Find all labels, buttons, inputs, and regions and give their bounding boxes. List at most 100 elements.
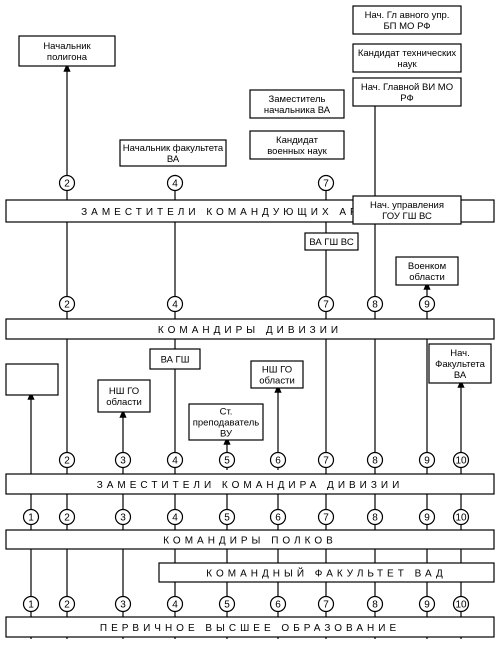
position-box-empty-box	[5, 363, 59, 396]
position-box-label: ВА ГШ	[161, 355, 190, 366]
position-box-senior-teacher	[188, 403, 264, 441]
path-number-circle	[366, 508, 384, 526]
position-box-va-gsh	[149, 348, 201, 370]
path-number-label: 9	[424, 513, 430, 524]
position-box-label: области	[409, 272, 445, 283]
position-box-label: начальника ВА	[264, 105, 331, 116]
path-number-circle	[166, 451, 184, 469]
path-number-label: 7	[323, 456, 329, 467]
level-bar-division-cmdr	[5, 318, 495, 340]
position-box-deputy-head-va	[249, 89, 345, 119]
path-number-circle	[366, 451, 384, 469]
position-box-label: Ст.	[220, 407, 233, 418]
path-number-label: 3	[120, 456, 126, 467]
path-number-circle	[58, 451, 76, 469]
path-number-label: 2	[64, 600, 70, 611]
path-number-circle	[218, 451, 236, 469]
path-number-circle	[166, 295, 184, 313]
level-bar-label: КОМАНДИРЫ ДИВИЗИИ	[158, 325, 342, 336]
path-number-label: 4	[172, 300, 178, 311]
path-number-circle	[58, 595, 76, 613]
position-box-label: РФ	[400, 93, 413, 104]
path-number-circle	[166, 595, 184, 613]
path-number-circle	[114, 451, 132, 469]
path-number-circle	[166, 174, 184, 192]
path-number-label: 6	[275, 456, 281, 467]
position-box-label: НШ ГО	[262, 365, 292, 376]
path-number-label: 2	[64, 456, 70, 467]
position-box-label: БП МО РФ	[383, 21, 430, 32]
level-bar-label: ЗАМЕСТИТЕЛИ КОМАНДУЮЩИХ АРМИЯМИ	[81, 207, 419, 218]
path-number-label: 1	[28, 600, 34, 611]
path-number-circle	[114, 508, 132, 526]
path-number-label: 10	[455, 456, 467, 467]
connector-lines	[27, 63, 465, 639]
position-box-faculty-head	[119, 139, 227, 167]
path-number-label: 8	[372, 300, 378, 311]
position-box-label: Кандидат	[276, 135, 319, 146]
path-number-label: 10	[455, 600, 467, 611]
path-number-label: 7	[323, 300, 329, 311]
position-box-head-faculty-va	[428, 343, 492, 384]
position-box-label: ВУ	[220, 429, 233, 440]
position-box-label: ВА	[454, 370, 467, 381]
path-number-label: 3	[120, 513, 126, 524]
position-box-label: Нач. управления	[370, 200, 444, 211]
path-number-circle	[269, 451, 287, 469]
path-number-label: 7	[323, 179, 329, 190]
path-number-circle	[452, 595, 470, 613]
path-number-circle	[366, 595, 384, 613]
path-number-label: 10	[455, 513, 467, 524]
position-box-nsh-go-region-b	[250, 360, 304, 389]
position-box-label: Военком	[408, 261, 446, 272]
path-number-label: 4	[172, 179, 178, 190]
position-box-head-main-dept	[352, 5, 462, 35]
path-number-label: 8	[372, 600, 378, 611]
position-box-label: Начальник	[43, 41, 91, 52]
position-box-label: наук	[397, 59, 417, 70]
path-number-label: 2	[64, 300, 70, 311]
path-number-circle	[22, 508, 40, 526]
path-number-circle	[218, 508, 236, 526]
path-number-label: 9	[424, 456, 430, 467]
path-number-circle	[58, 174, 76, 192]
path-number-circle	[269, 595, 287, 613]
path-number-label: 5	[224, 456, 230, 467]
position-box-label: ВА	[167, 154, 180, 165]
path-number-circle	[269, 508, 287, 526]
position-box-label: Нач. Гл авного упр.	[365, 10, 450, 21]
path-number-circle	[317, 595, 335, 613]
path-number-circle	[58, 508, 76, 526]
path-number-circle	[418, 508, 436, 526]
position-box-head-dept-gou	[352, 195, 462, 225]
level-bar-primary-edu	[5, 616, 495, 638]
path-number-label: 5	[224, 513, 230, 524]
path-number-circle	[22, 595, 40, 613]
path-number-label: 2	[64, 179, 70, 190]
path-number-label: 5	[224, 600, 230, 611]
path-number-label: 6	[275, 600, 281, 611]
path-number-circle	[114, 595, 132, 613]
level-bar-label: ПЕРВИЧНОЕ ВЫСШЕЕ ОБРАЗОВАНИЕ	[100, 623, 400, 634]
level-bar-command-faculty	[158, 562, 495, 583]
path-number-circle	[366, 295, 384, 313]
path-number-circle	[317, 295, 335, 313]
level-bar-label: КОМАНДНЫЙ ФАКУЛЬТЕТ ВАД	[206, 567, 446, 580]
path-number-circle	[418, 451, 436, 469]
position-box-label: Нач.	[450, 348, 470, 359]
position-box-label: преподаватель	[193, 418, 260, 429]
path-number-circle	[58, 295, 76, 313]
position-box-nsh-go-region-a	[97, 379, 151, 413]
position-box-label: Кандидат технических	[358, 48, 457, 59]
path-number-circle	[418, 595, 436, 613]
level-bar-regiment-cmdr	[5, 529, 495, 550]
path-number-label: 9	[424, 300, 430, 311]
path-number-label: 4	[172, 513, 178, 524]
position-box-label: военных наук	[267, 146, 327, 157]
path-number-label: 7	[323, 600, 329, 611]
position-box-label: Заместитель	[269, 94, 326, 105]
path-number-circle	[452, 508, 470, 526]
